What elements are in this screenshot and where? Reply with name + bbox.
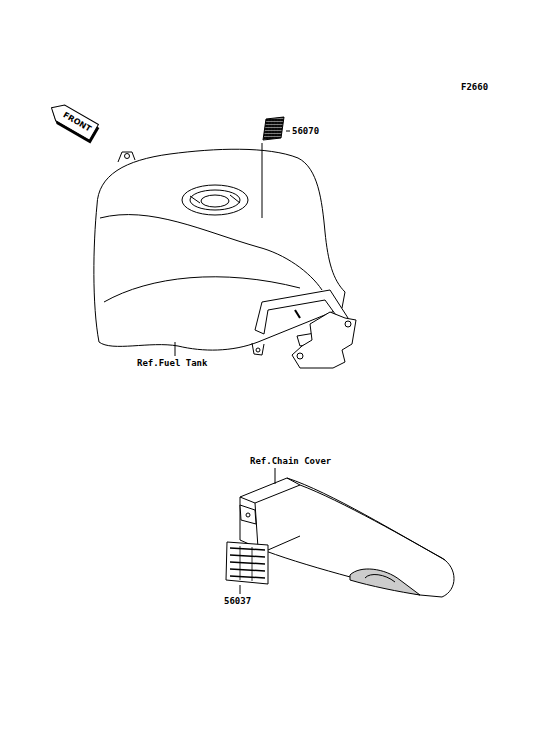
leader-line: [262, 143, 263, 218]
figure-code: F2660: [461, 82, 488, 93]
reference-label: Ref.Chain Cover: [250, 456, 331, 467]
leader-line: [175, 342, 176, 356]
warning-label: [226, 542, 268, 584]
leader-line: [268, 536, 300, 550]
leader-line: [240, 585, 241, 594]
reference-label: Ref.Fuel Tank: [137, 358, 207, 369]
fuel-tank: [94, 149, 356, 368]
front-arrow-sign: FRONT: [47, 100, 98, 140]
leader-line: [286, 131, 290, 132]
callout-number: 56037: [224, 596, 251, 607]
callout-number: 56070: [292, 126, 319, 137]
leader-line: [275, 468, 276, 484]
chain-cover: [240, 478, 454, 597]
warning-label: [263, 117, 284, 140]
